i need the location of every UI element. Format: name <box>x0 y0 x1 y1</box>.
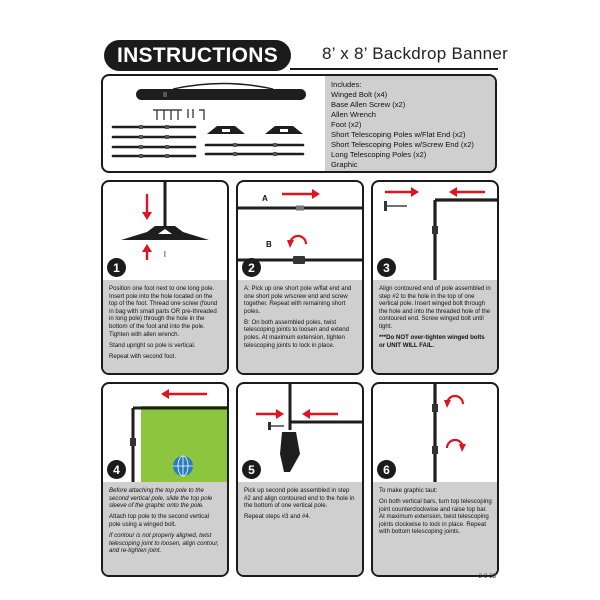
includes-item: Short Telescoping Poles w/Flat End (x2) <box>331 130 466 139</box>
arrow-down-icon <box>142 194 152 220</box>
instructions-badge: INSTRUCTIONS <box>104 40 291 71</box>
step-6-text: To make graphic taut: On both vertical b… <box>373 482 497 575</box>
step-4-number: 4 <box>107 460 126 479</box>
step-5-number: 5 <box>242 460 261 479</box>
step-1-panel: l 1 Position one foot next to one long p… <box>101 180 229 375</box>
poles-illustration <box>111 125 305 158</box>
step-3-panel: 3 Align contoured end of pole assembled … <box>371 180 499 375</box>
arrow-right-icon <box>385 187 419 197</box>
carry-bag-illustration <box>136 82 306 100</box>
rotate-clockwise-icon <box>445 438 466 452</box>
includes-panel: Includes: Winged Bolt (x4) Base Allen Sc… <box>101 74 497 173</box>
step-4-illustration <box>130 389 227 482</box>
feet-illustration <box>207 126 303 134</box>
step-3-illustration <box>384 187 497 280</box>
includes-item: Graphic <box>331 160 358 169</box>
label-a: A <box>262 194 268 203</box>
step-2-illustration <box>238 189 362 264</box>
step-4-paragraph: If contour is not properly aligned, twis… <box>109 531 219 555</box>
step-6-illustration <box>432 384 466 482</box>
step-5-text: Pick up second pole assembled in step #2… <box>238 482 362 575</box>
arrow-left-icon <box>449 187 485 197</box>
step-2-paragraph: B: On both assembled poles, twist telesc… <box>244 318 350 349</box>
step-2-text: A: Pick up one short pole w/flat end and… <box>238 280 362 373</box>
arrow-up-icon <box>142 244 152 260</box>
includes-list: Includes: Winged Bolt (x4) Base Allen Sc… <box>325 76 495 171</box>
title-underline <box>290 68 498 70</box>
small-parts-illustration <box>153 109 205 120</box>
step-6-paragraph: To make graphic taut: <box>379 487 438 494</box>
foot-icon <box>280 432 300 472</box>
winged-bolt-icon <box>384 201 407 211</box>
step-6-number: 6 <box>377 460 396 479</box>
step-4-text: Before attaching the top pole to the sec… <box>103 482 227 575</box>
step-4-panel: 4 Before attaching the top pole to the s… <box>101 382 229 577</box>
includes-item: Short Telescoping Poles w/Screw End (x2) <box>331 140 474 149</box>
step-1-illustration <box>121 182 209 260</box>
step-4-paragraph: Attach top pole to the second vertical p… <box>109 513 209 528</box>
arrow-left-icon <box>161 389 207 399</box>
step-2-number: 2 <box>242 258 261 277</box>
rotate-icon <box>287 234 308 248</box>
includes-item: Long Telescoping Poles (x2) <box>331 150 427 159</box>
step-1-paragraph: Position one foot next to one long pole.… <box>109 285 218 338</box>
arrow-left-icon <box>302 409 338 419</box>
step-3-number: 3 <box>377 258 396 277</box>
step-2-panel: A B 2 A: Pick up one short pole w/flat e… <box>236 180 364 375</box>
step-5-paragraph: Pick up second pole assembled in step #2… <box>244 487 355 510</box>
step-4-paragraph: Before attaching the top pole to the sec… <box>109 487 213 510</box>
arrow-right-icon <box>256 409 284 419</box>
step-2-paragraph: A: Pick up one short pole w/flat end and… <box>244 285 352 315</box>
parts-illustration <box>111 82 306 158</box>
document-title: 8’ x 8’ Backdrop Banner <box>322 44 509 63</box>
screw-label: l <box>164 250 166 259</box>
includes-item: Allen Wrench <box>331 110 377 119</box>
step-3-paragraph: Align contoured end of pole assembled in… <box>379 285 491 330</box>
step-1-number: 1 <box>107 258 126 277</box>
includes-item: Winged Bolt (x4) <box>331 90 388 99</box>
revision-date: 2-8-23 <box>478 574 496 580</box>
winged-bolt-icon <box>268 422 284 430</box>
label-b: B <box>266 240 272 249</box>
step-5-illustration <box>256 384 362 472</box>
step-3-text: Align contoured end of pole assembled in… <box>373 280 497 373</box>
step-5-paragraph: Repeat steps #3 and #4. <box>244 513 311 521</box>
includes-item: Base Allen Screw (x2) <box>331 100 406 109</box>
includes-heading: Includes: <box>331 80 362 89</box>
step-6-panel: 6 To make graphic taut: On both vertical… <box>371 382 499 577</box>
globe-icon <box>173 455 193 477</box>
step-1-paragraph: Repeat with second foot. <box>109 352 177 360</box>
step-1-paragraph: Stand upright so pole is vertical. <box>109 341 196 349</box>
rotate-counterclockwise-icon <box>444 394 465 408</box>
step-1-text: Position one foot next to one long pole.… <box>103 280 227 373</box>
step-3-warning: ***Do NOT over-tighten winged bolts or U… <box>379 334 485 349</box>
step-6-paragraph: On both vertical bars, turn top telescop… <box>379 498 492 536</box>
step-5-panel: 5 Pick up second pole assembled in step … <box>236 382 364 577</box>
includes-item: Foot (x2) <box>331 120 362 129</box>
arrow-right-icon <box>282 189 320 199</box>
